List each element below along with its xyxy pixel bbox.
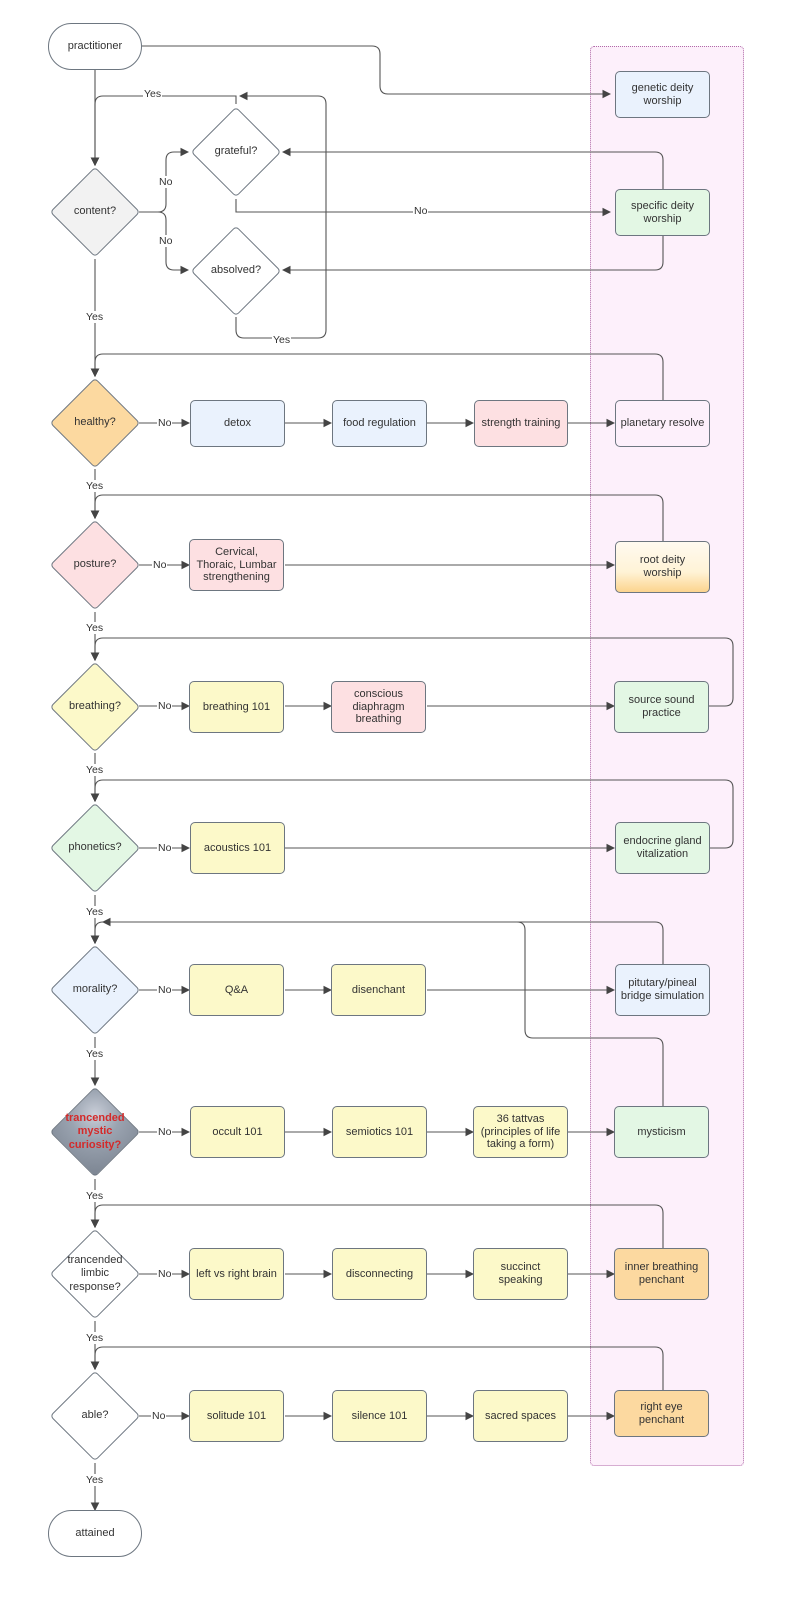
grateful-decision: grateful?	[190, 106, 282, 198]
succinct-speaking-step: succinct speaking	[473, 1248, 568, 1300]
tattvas-step: 36 tattvas (principles of life taking a …	[473, 1106, 568, 1158]
acoustics-101-step: acoustics 101	[190, 822, 285, 874]
end-terminal: attained	[48, 1510, 142, 1557]
edge-label-no: No	[158, 176, 174, 188]
edge-label-yes: Yes	[85, 1048, 105, 1060]
disconnecting-step: disconnecting	[332, 1248, 427, 1300]
absolved-decision: absolved?	[190, 225, 282, 317]
edge-label-yes: Yes	[143, 88, 163, 100]
edge-label-no: No	[157, 1126, 173, 1138]
edge-label-yes: Yes	[85, 1474, 105, 1486]
edge-label-no: No	[157, 417, 173, 429]
source-sound-practice: source sound practice	[614, 681, 709, 733]
sacred-spaces-step: sacred spaces	[473, 1390, 568, 1442]
phonetics-decision: phonetics?	[49, 802, 141, 894]
endocrine-gland-vitalization: endocrine gland vitalization	[615, 822, 710, 874]
spine-strengthening-step: Cervical, Thoraic, Lumbar strengthening	[189, 539, 284, 591]
edge-label-no: No	[413, 205, 429, 217]
edge-label-yes: Yes	[85, 311, 105, 323]
root-deity-worship: root deity worship	[615, 541, 710, 593]
edge-label-yes: Yes	[85, 480, 105, 492]
detox-step: detox	[190, 400, 285, 447]
edge-label-yes: Yes	[85, 906, 105, 918]
inner-breathing-penchant: inner breathing penchant	[614, 1248, 709, 1300]
worship-swimlane	[590, 46, 744, 1466]
breathing-decision: breathing?	[49, 661, 141, 753]
qa-step: Q&A	[189, 964, 284, 1016]
edge-label-no: No	[158, 235, 174, 247]
silence-101-step: silence 101	[332, 1390, 427, 1442]
edge-label-no: No	[157, 984, 173, 996]
pituitary-pineal-bridge: pitutary/pineal bridge simulation	[615, 964, 710, 1016]
edge-label-yes: Yes	[272, 334, 292, 346]
solitude-101-step: solitude 101	[189, 1390, 284, 1442]
morality-decision: morality?	[49, 944, 141, 1036]
strength-training-step: strength training	[474, 400, 568, 447]
content-decision: content?	[49, 166, 141, 258]
edge-label-no: No	[151, 1410, 167, 1422]
specific-deity-worship: specific deity worship	[615, 189, 710, 236]
healthy-decision: healthy?	[49, 377, 141, 469]
edge-label-yes: Yes	[85, 764, 105, 776]
start-terminal: practitioner	[48, 23, 142, 70]
occult-101-step: occult 101	[190, 1106, 285, 1158]
posture-decision: posture?	[49, 519, 141, 611]
genetic-deity-worship: genetic deity worship	[615, 71, 710, 118]
food-regulation-step: food regulation	[332, 400, 427, 447]
edge-label-yes: Yes	[85, 1332, 105, 1344]
edge-label-yes: Yes	[85, 1190, 105, 1202]
disenchant-step: disenchant	[331, 964, 426, 1016]
planetary-resolve: planetary resolve	[615, 400, 710, 447]
curiosity-decision: trancended mystic curiosity?	[49, 1086, 141, 1178]
mysticism: mysticism	[614, 1106, 709, 1158]
breathing-101-step: breathing 101	[189, 681, 284, 733]
edge-label-yes: Yes	[85, 622, 105, 634]
semiotics-101-step: semiotics 101	[332, 1106, 427, 1158]
right-eye-penchant: right eye penchant	[614, 1390, 709, 1437]
edge-label-no: No	[157, 700, 173, 712]
diaphragm-breathing-step: conscious diaphragm breathing	[331, 681, 426, 733]
edge-label-no: No	[157, 842, 173, 854]
left-right-brain-step: left vs right brain	[189, 1248, 284, 1300]
limbic-decision: trancended limbic response?	[49, 1228, 141, 1320]
edge-label-no: No	[152, 559, 168, 571]
edge-label-no: No	[157, 1268, 173, 1280]
able-decision: able?	[49, 1370, 141, 1462]
